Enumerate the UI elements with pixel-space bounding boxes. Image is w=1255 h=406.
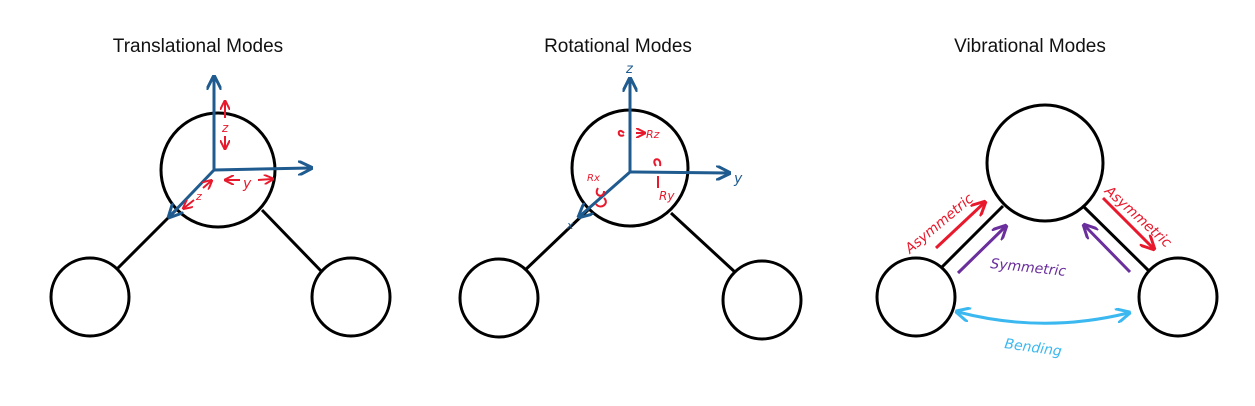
- right-atom: [310, 256, 392, 338]
- bond-left: [936, 204, 1005, 273]
- translational-title: Translational Modes: [112, 36, 284, 57]
- symmetric-label: Symmetric: [990, 256, 1067, 280]
- rx-rotation-upper: [595, 187, 605, 197]
- x-axis-arrow: [580, 170, 631, 216]
- asymmetric-left-arrow: [934, 203, 984, 250]
- y-motion-right: [257, 179, 272, 180]
- ry-rotation-upper: [653, 158, 662, 167]
- asymmetric-right-arrow: [1101, 196, 1153, 248]
- rz-label: Rz: [646, 128, 660, 141]
- rx-rotation-lower: [595, 197, 607, 208]
- bending-arrow: [958, 312, 1128, 325]
- bond-left: [520, 208, 590, 275]
- rz-rotation-left: [617, 129, 625, 137]
- y-axis-arrow: [213, 168, 310, 170]
- y-motion-label: y: [242, 176, 252, 192]
- y-axis-label: y: [733, 171, 743, 187]
- right-atom: [721, 259, 803, 341]
- right-atom: [1137, 256, 1219, 338]
- z-axis-label: z: [625, 62, 634, 77]
- z-motion-label: z: [221, 121, 229, 135]
- bond-right: [669, 211, 738, 275]
- asymmetric-right-label: Asymmetric: [1101, 182, 1175, 251]
- vibrational-molecule: [875, 103, 1219, 338]
- central-atom: [985, 103, 1105, 223]
- bond-right: [260, 208, 325, 275]
- rx-label: Rx: [587, 173, 600, 184]
- left-atom: [49, 256, 131, 338]
- bond-left: [111, 208, 178, 275]
- bond-right: [1081, 204, 1151, 273]
- translational-axes: [170, 78, 310, 216]
- ry-label: Ry: [659, 189, 675, 203]
- x-motion-down: [184, 200, 195, 208]
- rotational-motions: [595, 129, 662, 208]
- rotational-title: Rotational Modes: [544, 36, 692, 57]
- vibrational-title: Vibrational Modes: [954, 36, 1106, 57]
- asymmetric-left-label: Asymmetric: [902, 191, 978, 258]
- x-axis-label: x: [566, 219, 574, 232]
- rotational-axes: [580, 80, 728, 216]
- left-atom: [875, 256, 957, 338]
- x-axis-arrow: [170, 168, 216, 216]
- bending-label: Bending: [1003, 336, 1062, 360]
- symmetric-right-arrow: [1085, 226, 1132, 274]
- x-motion-up: [203, 181, 211, 188]
- symmetric-left-arrow: [956, 227, 1005, 275]
- y-axis-arrow: [629, 172, 728, 173]
- left-atom: [458, 257, 540, 339]
- translational-molecule: [49, 111, 392, 338]
- vibrational-arrows: [934, 196, 1153, 325]
- x-motion-label: z: [195, 190, 202, 203]
- translational-motions: [184, 102, 272, 208]
